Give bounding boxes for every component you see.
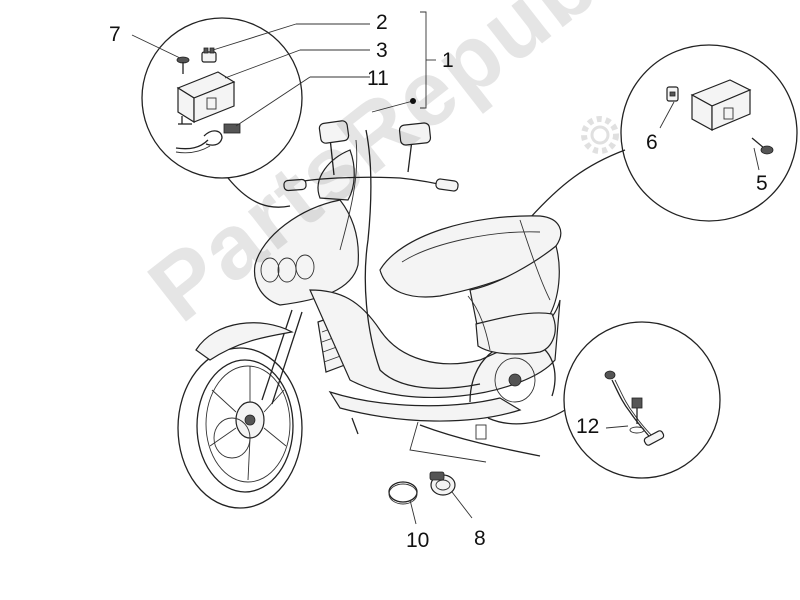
callout-12: 12: [576, 415, 600, 438]
gear-icon: [581, 116, 619, 154]
callout-11: 11: [367, 67, 389, 90]
scooter-illustration: [177, 120, 562, 509]
callout-3: 3: [376, 39, 388, 62]
callout-6: 6: [646, 131, 658, 154]
relay-box-part-3: [176, 71, 236, 125]
cable-clip-part-8: [429, 471, 473, 519]
detail-circle-bottom-right: [487, 321, 721, 479]
callout-leaders-top-left: [131, 11, 436, 127]
clip-part-2: [201, 47, 217, 63]
front-wheel: [177, 347, 303, 509]
callout-2: 2: [376, 11, 388, 34]
screw-part-5: [751, 137, 774, 155]
detail-circle-top-left: [141, 17, 303, 208]
screw-part-7: [176, 56, 190, 74]
callout-7: 7: [109, 23, 121, 46]
ground-cable-part-12: [604, 370, 665, 446]
connector-part-11: [175, 123, 241, 154]
clip-part-6: [666, 86, 679, 102]
detail-circle-top-right: [529, 44, 798, 222]
callout-10: 10: [406, 529, 430, 552]
relay-box-part-6: [690, 79, 752, 132]
hose-clamp-part-10: [388, 481, 418, 525]
callout-8: 8: [474, 527, 486, 550]
callout-1: 1: [442, 49, 454, 72]
callout-5: 5: [756, 172, 768, 195]
